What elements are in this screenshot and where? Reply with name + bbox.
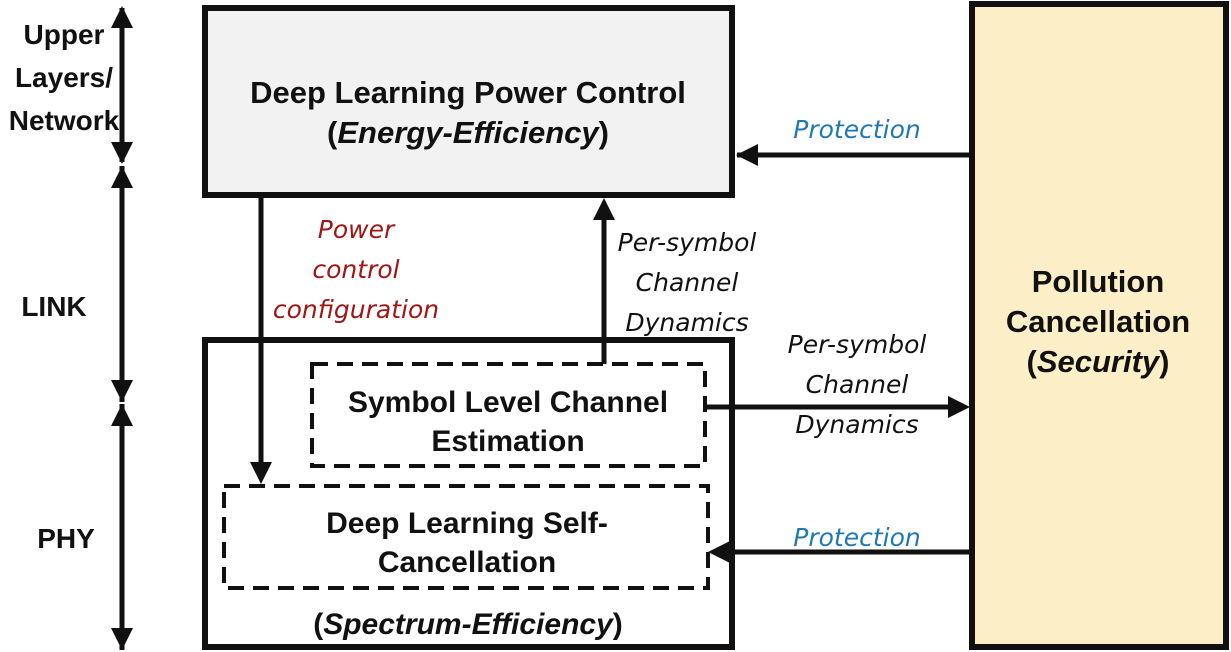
protection-top-arrowhead	[736, 144, 758, 166]
per-symbol-up-arrowhead	[593, 198, 615, 220]
pollution-subtitle: (Security)	[1027, 344, 1170, 379]
protection-bottom-label: Protection	[793, 523, 920, 552]
power-control-box	[202, 5, 735, 198]
layer-label-link: LINK	[21, 291, 86, 322]
pollution-label-2: Cancellation	[1006, 304, 1190, 339]
per-symbol-right-arrowhead	[948, 396, 970, 418]
protection-bottom-arrowhead	[708, 541, 730, 563]
upper-layer-arrowhead-top	[111, 6, 133, 28]
per-symbol-up-label-3: Dynamics	[625, 308, 748, 337]
power-config-arrowhead	[250, 462, 272, 484]
phy-layer-arrowhead-top	[111, 404, 133, 426]
layer-label-phy: PHY	[37, 523, 95, 554]
layer-label-upper-1: Upper	[24, 19, 105, 50]
upper-layer-arrowhead-bottom	[111, 142, 133, 164]
per-symbol-right-label-3: Dynamics	[795, 410, 918, 439]
self-cancellation-label-2: Cancellation	[378, 546, 556, 579]
self-cancellation-box	[222, 484, 710, 590]
phy-subtitle: (Spectrum-Efficiency)	[313, 608, 623, 641]
per-symbol-right-label-1: Per-symbol	[788, 330, 927, 359]
per-symbol-up-label-2: Channel	[636, 268, 739, 297]
channel-estimation-label-1: Symbol Level Channel	[348, 386, 668, 419]
connector-arrows	[250, 144, 970, 563]
power-control-title: Deep Learning Power Control	[250, 75, 686, 110]
channel-estimation-label-2: Estimation	[431, 425, 584, 458]
power-control-subtitle: (Energy-Efficiency)	[327, 115, 609, 150]
pollution-cancellation-box	[969, 1, 1229, 650]
power-control-block: Deep Learning Power Control (Energy-Effi…	[202, 5, 735, 198]
per-symbol-up-label-1: Per-symbol	[618, 228, 757, 257]
edge-labels: Protection Protection Power control conf…	[273, 115, 927, 552]
phy-block: Symbol Level Channel Estimation Deep Lea…	[202, 337, 735, 650]
link-layer-arrowhead-top	[111, 166, 133, 188]
power-config-label-1: Power	[318, 215, 396, 244]
self-cancellation-label-1: Deep Learning Self-	[326, 507, 608, 540]
layer-axis: Upper Layers/ Network LINK PHY	[9, 6, 133, 650]
per-symbol-right-label-2: Channel	[806, 370, 909, 399]
pollution-cancellation-block: Pollution Cancellation (Security)	[969, 1, 1229, 650]
pollution-label-1: Pollution	[1032, 264, 1165, 299]
layer-label-upper-2: Layers/	[15, 62, 113, 93]
protection-top-label: Protection	[793, 115, 920, 144]
layer-label-upper-3: Network	[9, 105, 120, 136]
phy-layer-arrowhead-bottom	[111, 628, 133, 650]
link-layer-arrowhead-bottom	[111, 380, 133, 402]
channel-estimation-box	[310, 362, 707, 468]
power-config-label-3: configuration	[273, 295, 439, 324]
power-config-label-2: control	[312, 255, 399, 284]
